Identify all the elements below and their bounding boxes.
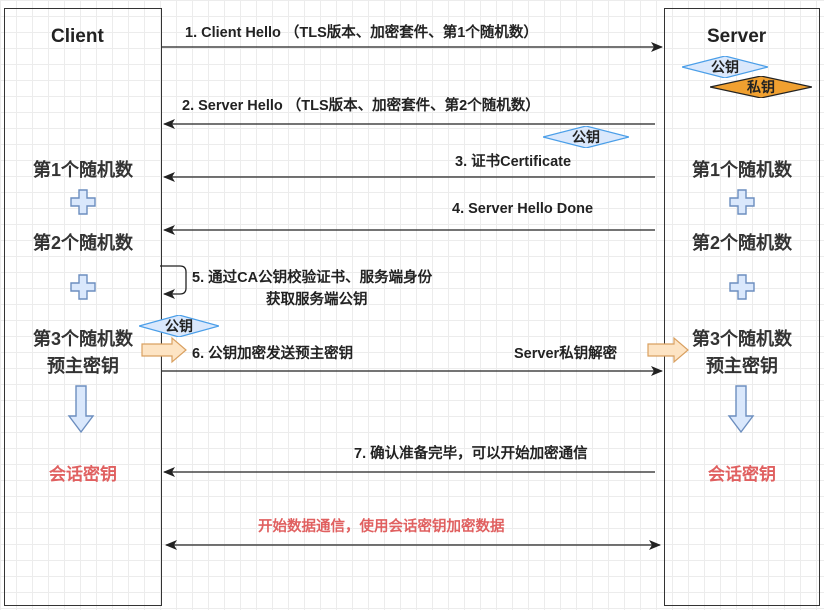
server-down-arrow: [727, 385, 755, 434]
server-random-1: 第1个随机数: [691, 160, 792, 180]
certificate-public-key-badge: 公钥: [543, 126, 629, 148]
msg-server-hello-done: 4. Server Hello Done: [452, 201, 594, 217]
server-random-2: 第2个随机数: [691, 233, 792, 253]
client-plus-icon-2: [70, 274, 96, 300]
certificate-public-key-label: 公钥: [572, 129, 600, 145]
client-lane: [4, 8, 162, 606]
server-public-key-badge: 公钥: [682, 56, 768, 78]
client-premaster-key: 预主密钥: [47, 356, 119, 376]
client-down-arrow: [67, 385, 95, 434]
client-public-key-badge: 公钥: [139, 315, 219, 337]
msg-certificate: 3. 证书Certificate: [455, 154, 572, 170]
msg-verify-line2: 获取服务端公钥: [266, 292, 368, 308]
server-premaster-key: 预主密钥: [706, 356, 778, 376]
client-session-key: 会话密钥: [49, 465, 117, 484]
arrow-self-verify: [160, 265, 187, 299]
server-session-key: 会话密钥: [708, 465, 776, 484]
msg-data-exchange: 开始数据通信，使用会话密钥加密数据: [258, 519, 505, 535]
client-title: Client: [51, 26, 104, 47]
server-plus-icon-1: [729, 189, 755, 215]
msg-send-premaster: 6. 公钥加密发送预主密钥: [192, 346, 354, 362]
server-lane: [664, 8, 820, 606]
server-title: Server: [707, 26, 767, 47]
msg-client-hello: 1. Client Hello （TLS版本、加密套件、第1个随机数）: [185, 25, 538, 41]
client-plus-icon-1: [70, 189, 96, 215]
server-private-key-label: 私钥: [747, 79, 775, 95]
msg-finished: 7. 确认准备完毕，可以开始加密通信: [354, 446, 588, 462]
client-random-3: 第3个随机数: [32, 329, 133, 349]
server-public-key-label: 公钥: [711, 59, 739, 75]
client-random-1: 第1个随机数: [32, 160, 133, 180]
client-random-2: 第2个随机数: [32, 233, 133, 253]
server-plus-icon-2: [729, 274, 755, 300]
client-public-key-label: 公钥: [165, 318, 193, 334]
client-block-arrow: [141, 336, 187, 364]
msg-server-hello: 2. Server Hello （TLS版本、加密套件、第2个随机数）: [182, 98, 540, 114]
server-random-3: 第3个随机数: [691, 329, 792, 349]
msg-verify-line1: 5. 通过CA公钥校验证书、服务端身份: [192, 270, 433, 286]
server-block-arrow: [647, 336, 689, 364]
server-private-key-badge: 私钥: [710, 76, 812, 98]
msg-server-decrypt: Server私钥解密: [514, 346, 618, 362]
